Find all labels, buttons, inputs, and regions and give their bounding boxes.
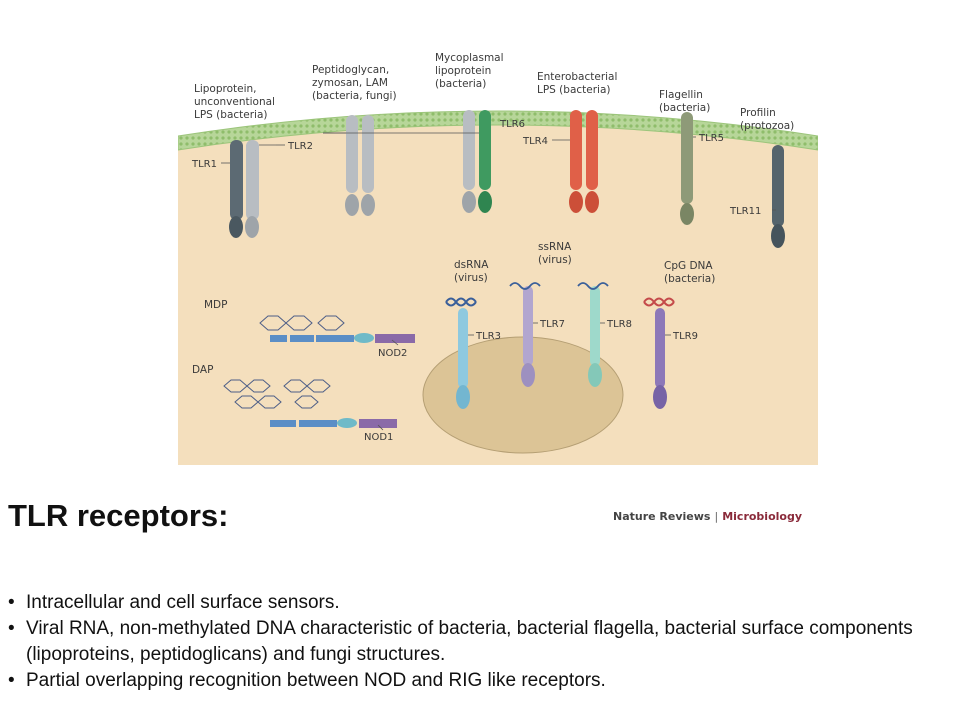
ligand-label-enterobacterial: Enterobacterial LPS (bacteria) — [537, 71, 621, 96]
tlr-diagram: Lipoprotein, unconventional LPS (bacteri… — [178, 40, 818, 465]
bullet-item: Viral RNA, non-methylated DNA characteri… — [8, 616, 948, 668]
dsrna-helix — [445, 297, 477, 307]
receptor-label-tlr4: TLR4 — [522, 136, 548, 147]
bullet-item: Partial overlapping recognition between … — [8, 668, 948, 694]
ssrna-strand — [509, 282, 541, 290]
tlr2-receptor — [245, 140, 259, 238]
tlr9-receptor — [653, 308, 667, 409]
ligand-label-ssrna: ssRNA (virus) — [538, 241, 575, 266]
tlr11-receptor — [771, 145, 785, 248]
tlr3-receptor — [456, 308, 470, 409]
tlr2-dimer — [345, 115, 375, 216]
tlr4-receptor — [569, 110, 599, 213]
mdp-molecule — [259, 315, 345, 331]
receptor-label-tlr1: TLR1 — [191, 159, 217, 170]
slide-title: TLR receptors: — [8, 498, 229, 533]
tlr5-receptor — [680, 112, 694, 225]
ligand-label-lipoprotein: Lipoprotein, unconventional LPS (bacteri… — [194, 83, 278, 121]
bullet-list: Intracellular and cell surface sensors. … — [8, 590, 948, 694]
ligand-label-dap: DAP — [192, 364, 213, 376]
ligand-label-flagellin: Flagellin (bacteria) — [659, 89, 710, 114]
receptor-label-tlr9: TLR9 — [672, 331, 698, 342]
receptor-label-tlr2: TLR2 — [287, 141, 313, 152]
receptor-label-tlr8: TLR8 — [606, 319, 632, 330]
dap-molecule — [223, 379, 331, 409]
ligand-label-profilin: Profilin (protozoa) — [740, 107, 794, 132]
receptor-label-tlr6: TLR6 — [499, 119, 525, 130]
nod2-receptor — [270, 333, 415, 343]
ssrna-strand — [577, 282, 609, 290]
receptor-label-tlr11: TLR11 — [729, 206, 761, 217]
credit-source: Nature Reviews — [613, 510, 711, 523]
bullet-item: Intracellular and cell surface sensors. — [8, 590, 948, 616]
figure-credit: Nature Reviews|Microbiology — [613, 510, 802, 523]
ligand-label-mycoplasmal: Mycoplasmal lipoprotein (bacteria) — [435, 52, 507, 90]
tlr8-receptor — [588, 286, 602, 387]
tlr6-receptor — [462, 110, 492, 213]
nod1-receptor — [270, 418, 397, 428]
leader-lines — [221, 132, 776, 431]
tlr7-receptor — [521, 286, 535, 387]
credit-journal: Microbiology — [722, 510, 802, 523]
cpg-dna-helix — [643, 297, 675, 307]
ligand-label-dsrna: dsRNA (virus) — [454, 259, 492, 284]
receptor-label-tlr5: TLR5 — [698, 133, 724, 144]
ligand-label-cpg: CpG DNA (bacteria) — [664, 260, 716, 285]
receptor-label-nod1: NOD1 — [364, 432, 393, 443]
receptor-label-nod2: NOD2 — [378, 348, 407, 359]
receptor-label-tlr3: TLR3 — [475, 331, 501, 342]
credit-separator: | — [714, 510, 719, 523]
ligand-label-peptidoglycan: Peptidoglycan, zymosan, LAM (bacteria, f… — [312, 64, 397, 102]
receptor-label-tlr7: TLR7 — [539, 319, 565, 330]
tlr1-receptor — [229, 140, 243, 238]
ligand-label-mdp: MDP — [204, 299, 227, 311]
